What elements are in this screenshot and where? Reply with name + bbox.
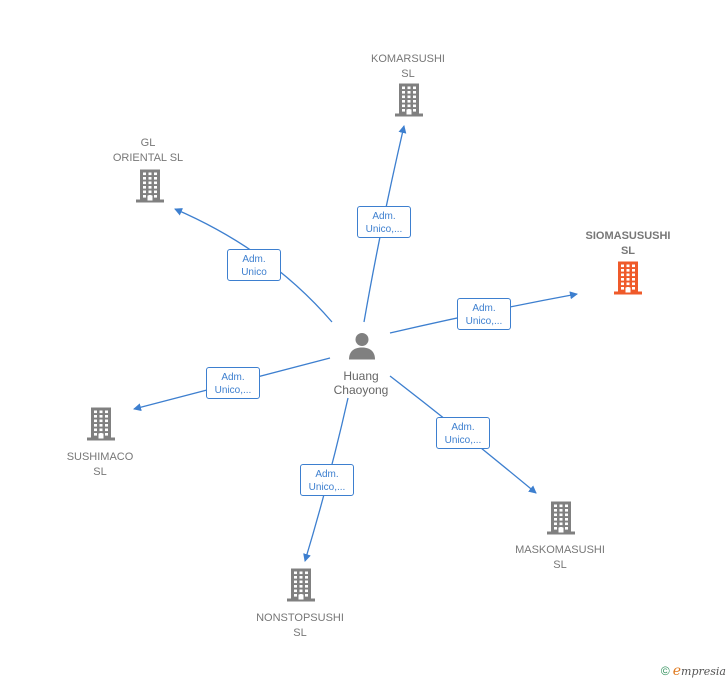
edge-role-line2: Unico,... [465,316,503,327]
footer-brand: © empresia [661,663,726,679]
center-name-line2: Chaoyong [333,383,389,397]
center-name-line1: Huang [343,369,379,383]
edge-role-line1: Adm. [451,422,475,433]
company-name-line1: GL [140,137,156,149]
company-label-maskomasushi[interactable]: MASKOMASUSHI SL [515,543,605,573]
company-name-line1: KOMARSUSHI [371,53,445,65]
edge-role-line2: Unico,... [214,385,252,396]
edge-role-line2: Unico [241,267,267,278]
copyright-icon: © [660,664,670,678]
building-icon[interactable] [86,407,116,446]
edge-role-line1: Adm. [242,254,266,265]
building-icon[interactable] [286,568,316,607]
company-name-line2: SL [401,68,415,80]
edge-role-line2: Unico,... [444,435,482,446]
company-label-siomasusushi[interactable]: SIOMASUSUSHI SL [586,229,671,259]
company-label-gl-oriental[interactable]: GL ORIENTAL SL [113,136,183,166]
edge-label-maskomasushi[interactable]: Adm. Unico,... [436,417,490,449]
edge-role-line2: Unico,... [365,224,403,235]
edge-label-sushimaco[interactable]: Adm. Unico,... [206,367,260,399]
company-name-line1: SIOMASUSUSHI [585,230,671,242]
building-icon[interactable] [135,169,165,208]
company-label-sushimaco[interactable]: SUSHIMACO SL [67,450,134,480]
edge-label-nonstopsushi[interactable]: Adm. Unico,... [300,464,354,496]
brand-logo: empresia [672,663,726,679]
company-name-line1: SUSHIMACO [66,451,134,463]
company-name-line2: SL [553,559,567,571]
company-name-line2: ORIENTAL SL [112,152,184,164]
edge-role-line1: Adm. [315,469,339,480]
company-label-komarsushi[interactable]: KOMARSUSHI SL [371,52,445,82]
center-person-label[interactable]: Huang Chaoyong [334,369,389,397]
edge-role-line1: Adm. [372,211,396,222]
company-name-line2: SL [93,466,107,478]
edge-label-siomasusushi[interactable]: Adm. Unico,... [457,298,511,330]
company-name-line1: MASKOMASUSHI [515,544,605,556]
person-icon[interactable] [347,331,377,366]
building-icon[interactable] [546,501,576,540]
edge-role-line1: Adm. [221,372,245,383]
edge-label-gl-oriental[interactable]: Adm. Unico [227,249,281,281]
company-name-line2: SL [620,245,636,257]
building-icon[interactable] [394,83,424,122]
company-label-nonstopsushi[interactable]: NONSTOPSUSHI SL [256,611,344,641]
company-name-line2: SL [293,627,307,639]
edge-label-komarsushi[interactable]: Adm. Unico,... [357,206,411,238]
building-icon[interactable] [613,261,643,300]
edge-role-line2: Unico,... [308,482,346,493]
edge-role-line1: Adm. [472,303,496,314]
company-name-line1: NONSTOPSUSHI [256,612,344,624]
